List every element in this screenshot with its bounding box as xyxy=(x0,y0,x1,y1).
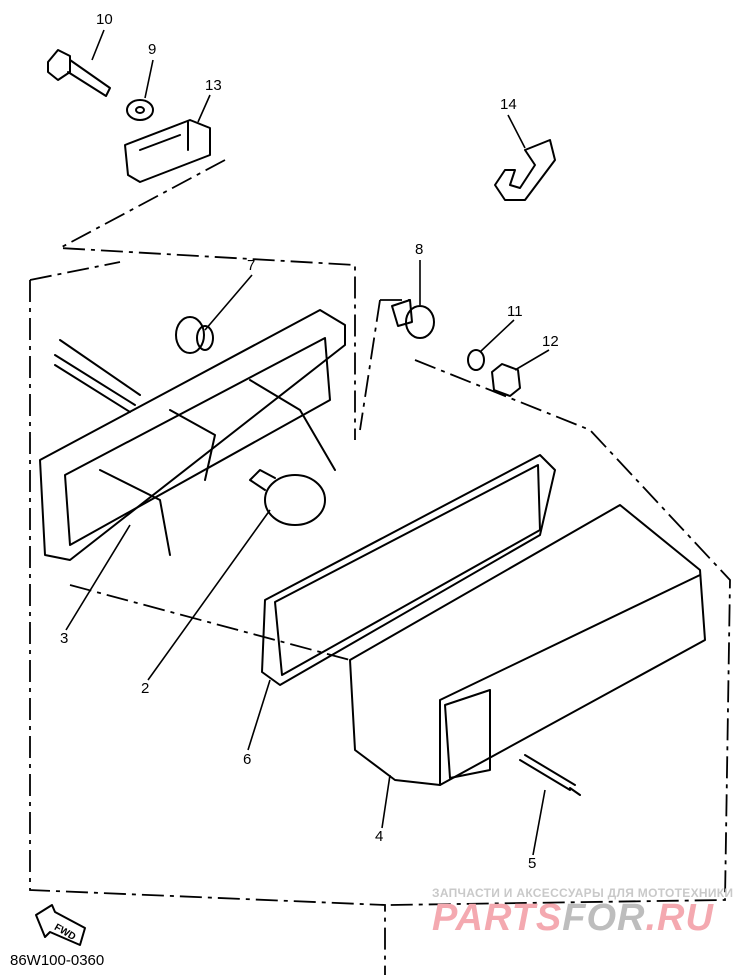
callout-3: 3 xyxy=(60,630,68,647)
part-5-screw xyxy=(519,754,581,796)
part-14-clamp xyxy=(494,139,556,201)
watermark-brand-mid: FOR xyxy=(562,897,646,939)
part-housing-base xyxy=(39,309,346,561)
callout-14: 14 xyxy=(500,96,517,113)
part-8-collar xyxy=(391,299,435,339)
part-2-bulb xyxy=(249,469,326,526)
drawing-code: 86W100-0360 xyxy=(10,952,105,969)
callout-9: 9 xyxy=(148,41,156,58)
part-7-grommet xyxy=(175,316,214,354)
part-11-lock-washer xyxy=(467,349,485,371)
callout-6: 6 xyxy=(243,751,251,768)
boundary-lines xyxy=(29,159,731,975)
callout-8: 8 xyxy=(415,241,423,258)
watermark-brand-left: PARTS xyxy=(432,897,563,939)
callout-10: 10 xyxy=(96,11,113,28)
fwd-label: FWD xyxy=(52,922,77,943)
callout-2: 2 xyxy=(141,680,149,697)
part-4-lens xyxy=(349,504,706,786)
watermark-logo: PARTSFOR.RU xyxy=(432,897,714,940)
callout-5: 5 xyxy=(528,855,536,872)
callout-7: 7 xyxy=(247,257,255,274)
watermark-brand-right: .RU xyxy=(645,897,714,939)
watermark-subtitle: ЗАПЧАСТИ И АКСЕССУАРЫ ДЛЯ МОТОТЕХНИКИ xyxy=(432,886,734,900)
part-13-bracket xyxy=(124,119,211,183)
fwd-arrow-icon: FWD xyxy=(35,904,86,946)
callout-12: 12 xyxy=(542,333,559,350)
callout-4: 4 xyxy=(375,828,383,845)
part-9-washer xyxy=(126,99,154,121)
part-10-bolt xyxy=(47,49,111,97)
callout-11: 11 xyxy=(507,303,523,320)
part-12-nut xyxy=(491,363,521,397)
callout-13: 13 xyxy=(205,77,222,94)
leader-lines xyxy=(65,29,550,856)
part-6-gasket xyxy=(261,454,556,686)
